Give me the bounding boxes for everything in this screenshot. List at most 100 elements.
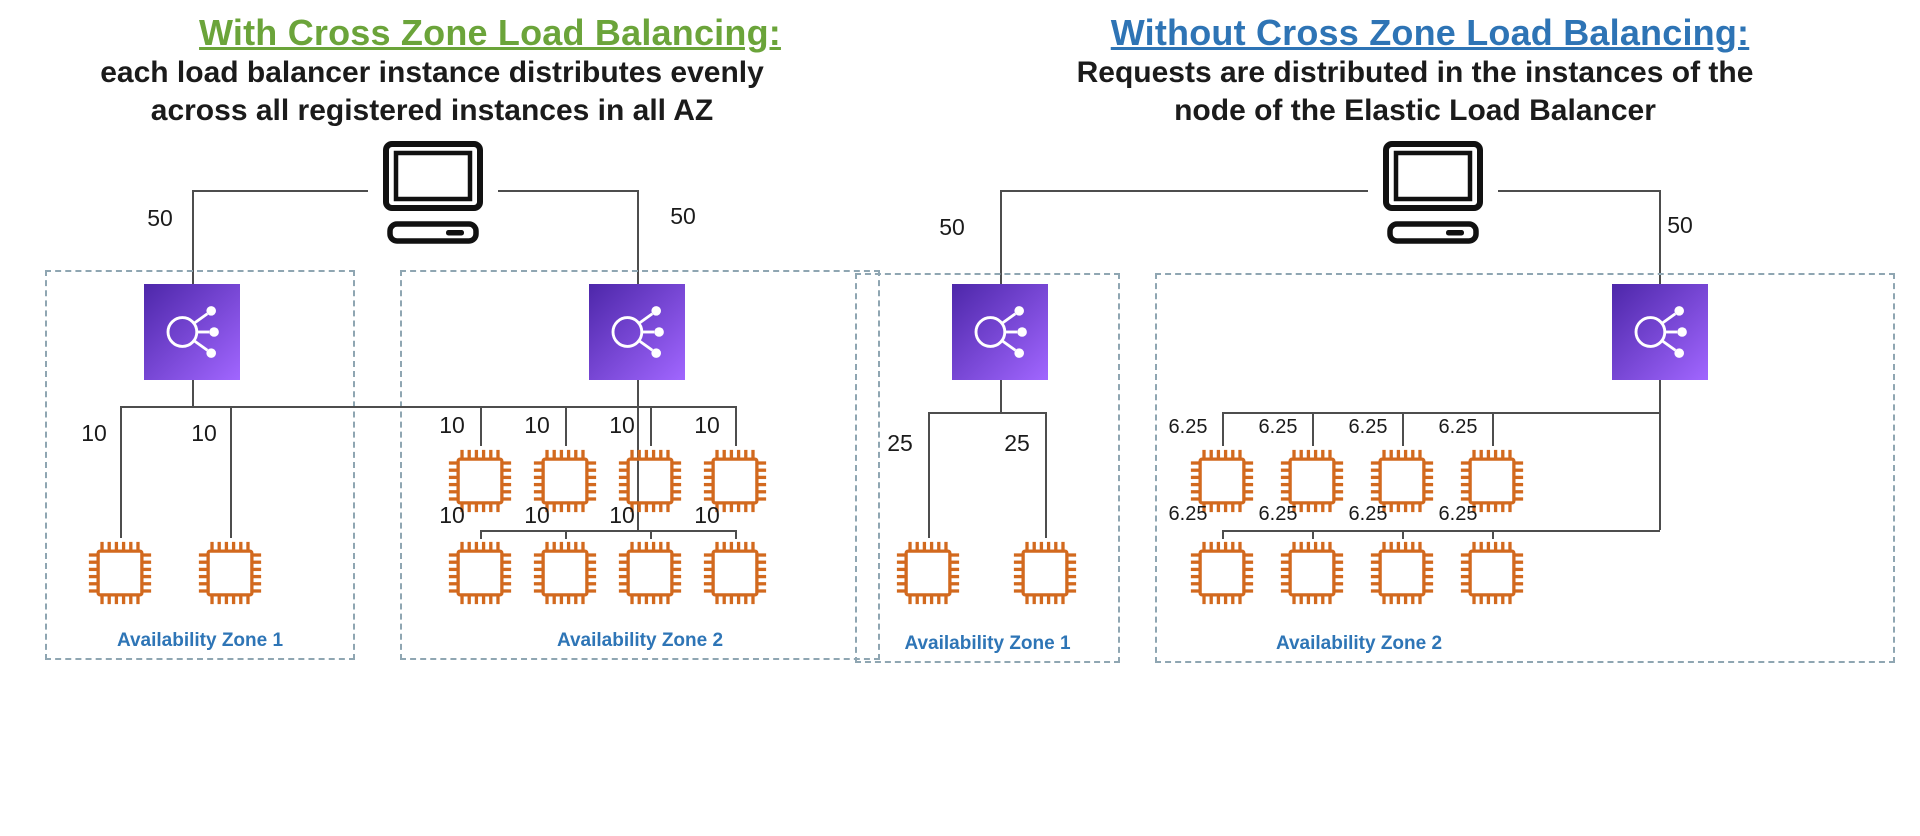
left-panel-subtitle-line1: each load balancer instance distributes … (100, 56, 764, 89)
client-computer-icon (368, 140, 498, 245)
connector-line (735, 406, 737, 446)
ec2-instance-icon (445, 538, 515, 608)
connector-line (1498, 190, 1660, 192)
traffic-label: 6.25 (1348, 503, 1388, 525)
ec2-instance-icon (1187, 446, 1257, 516)
load-balancer-icon (1612, 284, 1708, 380)
ec2-instance-icon (530, 446, 600, 516)
traffic-label: 10 (694, 412, 720, 438)
connector-line (498, 190, 638, 192)
connector-line (1659, 380, 1661, 530)
traffic-label: 10 (191, 420, 217, 446)
traffic-label: 6.25 (1258, 416, 1298, 438)
load-balancer-icon (144, 284, 240, 380)
connector-line (120, 406, 122, 538)
traffic-label: 25 (1004, 430, 1030, 456)
connector-line (637, 190, 639, 285)
ec2-instance-icon (700, 446, 770, 516)
connector-line (565, 530, 567, 539)
ec2-instance-icon (530, 538, 600, 608)
traffic-label: 6.25 (1258, 503, 1298, 525)
traffic-label: 10 (524, 502, 550, 528)
traffic-label: 10 (694, 502, 720, 528)
ec2-instance-icon (1010, 538, 1080, 608)
availability-zone-1-box: Availability Zone 1 (45, 270, 355, 660)
ec2-instance-icon (195, 538, 265, 608)
ec2-instance-icon (1457, 538, 1527, 608)
traffic-label-50: 50 (147, 205, 173, 231)
ec2-instance-icon (85, 538, 155, 608)
traffic-label: 25 (887, 430, 913, 456)
traffic-label-50: 50 (1667, 212, 1693, 238)
connector-line (928, 412, 930, 538)
connector-line (1222, 530, 1660, 532)
connector-line (1492, 530, 1494, 539)
connector-line (1402, 412, 1404, 446)
availability-zone-1-label: Availability Zone 1 (904, 633, 1071, 654)
connector-line (1222, 412, 1660, 414)
connector-line (192, 380, 194, 407)
connector-line (650, 406, 652, 446)
load-balancer-icon (952, 284, 1048, 380)
connector-line (120, 406, 736, 408)
traffic-label: 10 (81, 420, 107, 446)
traffic-label: 6.25 (1438, 416, 1478, 438)
connector-line (1312, 530, 1314, 539)
availability-zone-1-label: Availability Zone 1 (116, 630, 284, 651)
connector-line (1000, 190, 1002, 285)
traffic-label: 6.25 (1438, 503, 1478, 525)
connector-line (1659, 190, 1661, 285)
connector-line (928, 412, 1045, 414)
left-panel-subtitle-line2: across all registered instances in all A… (150, 94, 714, 127)
ec2-instance-icon (1457, 446, 1527, 516)
ec2-instance-icon (1367, 538, 1437, 608)
connector-line (1492, 412, 1494, 446)
left-panel-title: With Cross Zone Load Balancing: (199, 12, 781, 53)
traffic-label: 10 (439, 502, 465, 528)
load-balancer-icon (589, 284, 685, 380)
availability-zone-2-box: Availability Zone 2 (1155, 273, 1895, 663)
traffic-label-50: 50 (670, 203, 696, 229)
connector-line (1000, 380, 1002, 413)
connector-line (1222, 530, 1224, 539)
connector-line (1000, 190, 1368, 192)
connector-line (1045, 412, 1047, 538)
connector-line (735, 530, 737, 539)
traffic-label: 6.25 (1168, 416, 1208, 438)
traffic-label: 6.25 (1348, 416, 1388, 438)
ec2-instance-icon (700, 538, 770, 608)
availability-zone-2-label: Availability Zone 2 (1275, 633, 1443, 654)
connector-line (480, 406, 482, 446)
connector-line (480, 530, 482, 539)
right-panel-subtitle-line1: Requests are distributed in the instance… (1076, 56, 1754, 89)
connector-line (192, 190, 194, 285)
ec2-instance-icon (1277, 446, 1347, 516)
availability-zone-2-label: Availability Zone 2 (556, 630, 724, 651)
connector-line (192, 190, 368, 192)
connector-line (650, 530, 652, 539)
traffic-label: 10 (609, 412, 635, 438)
connector-line (480, 530, 736, 532)
ec2-instance-icon (893, 538, 963, 608)
traffic-label: 10 (609, 502, 635, 528)
right-panel-subtitle-line2: node of the Elastic Load Balancer (1174, 94, 1656, 127)
client-computer-icon (1368, 140, 1498, 245)
connector-line (1402, 530, 1404, 539)
ec2-instance-icon (1187, 538, 1257, 608)
connector-line (1312, 412, 1314, 446)
connector-line (1222, 412, 1224, 446)
traffic-label: 6.25 (1168, 503, 1208, 525)
ec2-instance-icon (615, 446, 685, 516)
right-panel-title: Without Cross Zone Load Balancing: (1110, 12, 1750, 53)
ec2-instance-icon (445, 446, 515, 516)
connector-line (565, 406, 567, 446)
traffic-label-50: 50 (939, 214, 965, 240)
availability-zone-1-box: Availability Zone 1 (855, 273, 1120, 663)
ec2-instance-icon (1367, 446, 1437, 516)
ec2-instance-icon (615, 538, 685, 608)
availability-zone-2-box: Availability Zone 2 (400, 270, 880, 660)
connector-line (230, 406, 232, 538)
ec2-instance-icon (1277, 538, 1347, 608)
